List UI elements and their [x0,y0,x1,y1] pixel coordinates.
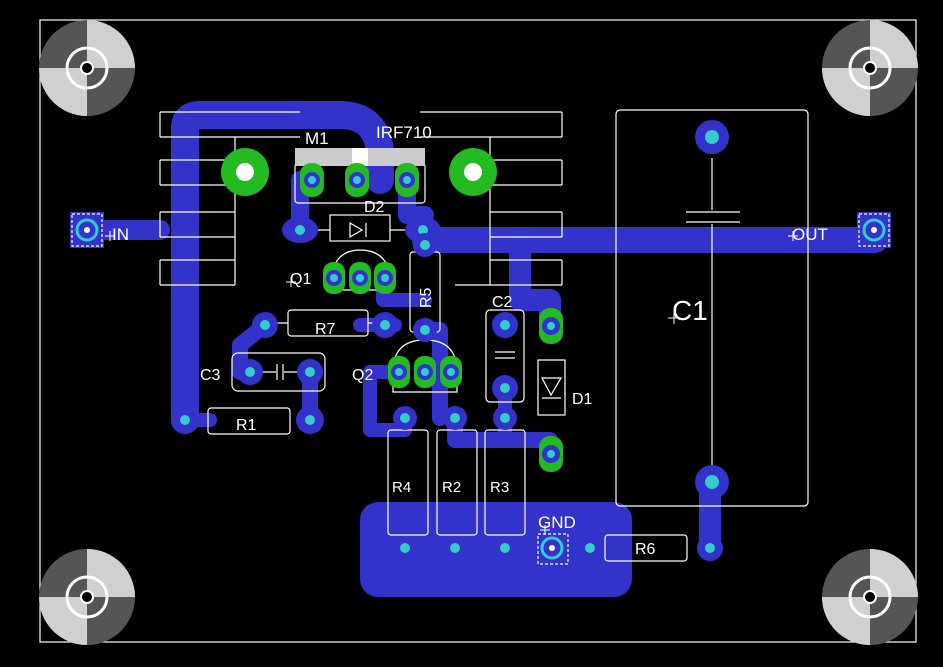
label-q1: Q1 [290,271,311,288]
trace-left-loop [171,101,394,434]
label-q2: Q2 [352,367,373,384]
board-outline [39,19,917,643]
d1-body [537,359,566,416]
connector-out [857,212,891,248]
mount-hole-top-left [39,20,135,116]
c1-body [615,109,809,507]
c3-body [231,352,326,392]
label-c2: C2 [492,294,513,311]
label-r2: R2 [442,479,461,496]
d2-body [329,214,391,242]
origin-marks [105,231,798,535]
c2-body [485,309,525,403]
label-irf710: IRF710 [376,123,432,142]
r1-body [207,407,291,435]
label-d2: D2 [364,199,385,216]
mount-hole-top-right [822,20,918,116]
r6-body [604,534,688,562]
component-labels: M1 IRF710 D2 IN OUT Q1 R5 C2 R7 C1 C3 Q2… [112,123,828,558]
label-in: IN [112,225,129,244]
label-r6: R6 [635,541,656,558]
label-r3: R3 [490,479,509,496]
label-c3: C3 [200,367,221,384]
mount-hole-bottom-left [39,549,135,645]
label-r1: R1 [236,417,257,434]
label-out: OUT [792,225,828,244]
label-d1: D1 [572,391,593,408]
label-m1: M1 [305,129,329,148]
connector-gnd [536,532,570,566]
label-r7: R7 [315,321,336,338]
r2-body [436,429,478,536]
r4-body [387,429,429,536]
heatsink-outline [159,111,563,286]
label-r4: R4 [392,479,411,496]
pads [171,120,729,561]
label-r5: R5 [418,287,435,308]
m1-tab-marker [352,148,368,166]
heatsink-pads [221,148,497,196]
label-c1: C1 [672,295,708,326]
label-gnd: GND [538,513,576,532]
mounting-holes [39,20,918,645]
mount-hole-bottom-right [822,549,918,645]
connector-in [70,212,104,248]
